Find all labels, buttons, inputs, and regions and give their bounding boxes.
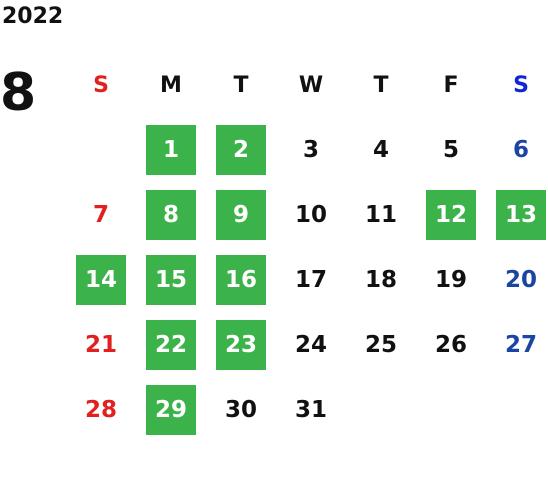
day-cell: 26 bbox=[434, 332, 467, 358]
day-cell: 28 bbox=[84, 397, 117, 423]
day-cell: 19 bbox=[434, 267, 467, 293]
highlighted-day-cell: 2 bbox=[216, 125, 266, 175]
day-cell: 20 bbox=[504, 267, 537, 293]
highlighted-day-cell: 1 bbox=[146, 125, 196, 175]
day-cell: 7 bbox=[92, 202, 109, 228]
day-cell: 31 bbox=[294, 397, 327, 423]
highlighted-day-cell: 9 bbox=[216, 190, 266, 240]
highlighted-day-cell: 29 bbox=[146, 385, 196, 435]
weekday-header: W bbox=[298, 72, 324, 98]
day-cell: 24 bbox=[294, 332, 327, 358]
day-cell: 18 bbox=[364, 267, 397, 293]
day-cell: 17 bbox=[294, 267, 327, 293]
year-label: 2022 bbox=[2, 4, 64, 29]
weekday-header: M bbox=[160, 72, 182, 98]
day-cell: 21 bbox=[84, 332, 117, 358]
day-cell: 25 bbox=[364, 332, 397, 358]
weekday-header: T bbox=[233, 72, 249, 98]
highlighted-day-cell: 23 bbox=[216, 320, 266, 370]
day-cell: 11 bbox=[364, 202, 397, 228]
highlighted-day-cell: 14 bbox=[76, 255, 126, 305]
weekday-header: F bbox=[443, 72, 459, 98]
day-cell: 4 bbox=[372, 137, 389, 163]
weekday-header: T bbox=[373, 72, 389, 98]
day-cell: 3 bbox=[302, 137, 319, 163]
month-number: 8 bbox=[0, 63, 37, 123]
day-cell: 6 bbox=[512, 137, 529, 163]
highlighted-day-cell: 8 bbox=[146, 190, 196, 240]
day-cell: 5 bbox=[442, 137, 459, 163]
highlighted-day-cell: 15 bbox=[146, 255, 196, 305]
highlighted-day-cell: 13 bbox=[496, 190, 546, 240]
day-cell: 10 bbox=[294, 202, 327, 228]
highlighted-day-cell: 16 bbox=[216, 255, 266, 305]
highlighted-day-cell: 22 bbox=[146, 320, 196, 370]
highlighted-day-cell: 12 bbox=[426, 190, 476, 240]
day-cell: 27 bbox=[504, 332, 537, 358]
weekday-header: S bbox=[93, 72, 109, 98]
day-cell: 30 bbox=[224, 397, 257, 423]
weekday-header: S bbox=[513, 72, 529, 98]
